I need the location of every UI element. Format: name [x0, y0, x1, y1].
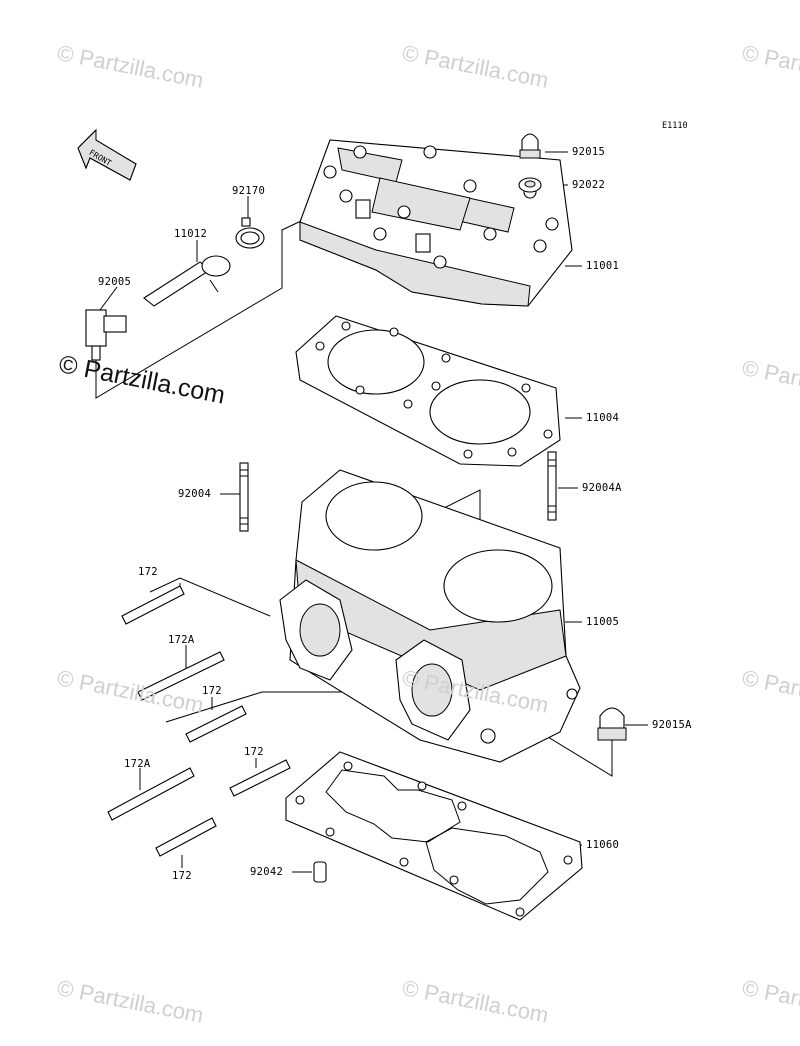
callout-11060[interactable]: 11060 — [586, 839, 620, 851]
callout-92015[interactable]: 92015 — [572, 146, 606, 158]
stud-172-d — [155, 817, 217, 857]
callout-172[interactable]: 172 — [202, 685, 222, 697]
stud-172A-b — [107, 767, 195, 821]
dowel-pin-92042 — [313, 861, 327, 883]
callout-92170[interactable]: 92170 — [232, 185, 266, 197]
callout-92004A[interactable]: 92004A — [582, 482, 622, 494]
pipe-fitting-11012 — [143, 255, 231, 307]
diagram-code: E1110 — [662, 121, 688, 131]
callout-92005[interactable]: 92005 — [98, 276, 132, 288]
stud-92004 — [239, 462, 249, 532]
front-arrow-icon — [77, 128, 137, 181]
cylinder-head — [299, 139, 573, 307]
callout-11001[interactable]: 11001 — [586, 260, 620, 272]
callout-172[interactable]: 172 — [138, 566, 158, 578]
callout-11005[interactable]: 11005 — [586, 616, 620, 628]
stud-92004A — [547, 451, 557, 521]
callout-92015A[interactable]: 92015A — [652, 719, 692, 731]
head-gasket — [295, 315, 561, 467]
cap-nut-92015A — [597, 707, 627, 741]
callout-172[interactable]: 172 — [244, 746, 264, 758]
fitting-92005 — [85, 309, 127, 361]
callout-92042[interactable]: 92042 — [250, 866, 284, 878]
hose-clamp-92170 — [235, 217, 265, 249]
callout-172A[interactable]: 172A — [168, 634, 195, 646]
stud-172-c — [229, 759, 291, 797]
base-gasket — [285, 751, 583, 921]
stud-172-a — [121, 585, 185, 625]
cap-nut-92015 — [519, 133, 541, 159]
washer-92022 — [518, 177, 542, 193]
callout-172A[interactable]: 172A — [124, 758, 151, 770]
stud-172-b — [185, 705, 247, 743]
cylinder-block — [279, 469, 581, 763]
callout-92022[interactable]: 92022 — [572, 179, 606, 191]
callout-172[interactable]: 172 — [172, 870, 192, 882]
callout-11012[interactable]: 11012 — [174, 228, 208, 240]
stud-172A-a — [137, 651, 225, 701]
callout-11004[interactable]: 11004 — [586, 412, 620, 424]
callout-92004[interactable]: 92004 — [178, 488, 212, 500]
